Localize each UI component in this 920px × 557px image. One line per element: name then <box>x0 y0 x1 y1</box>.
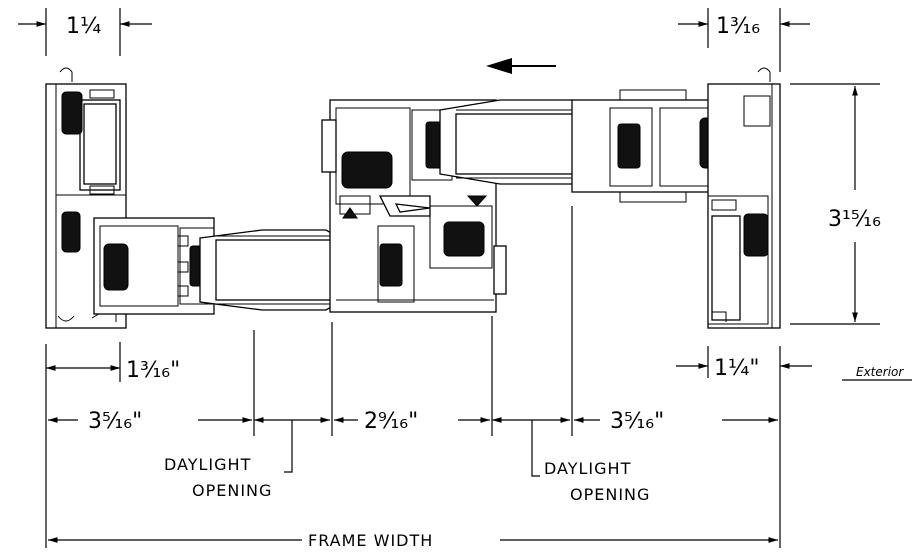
dim-height-text: 3¹⁵⁄₁₆ <box>828 207 881 232</box>
dim-left-interlock: 1³⁄₁₆" <box>46 358 180 383</box>
extension-lines <box>45 206 781 548</box>
dim-right-interlock: 1¼" Exterior <box>676 356 912 381</box>
frame-width-label: FRAME WIDTH <box>308 531 433 550</box>
left-jamb-frame <box>45 67 127 329</box>
left-panel <box>93 217 215 315</box>
daylight-opening-right-line2: OPENING <box>570 485 650 504</box>
dim-right-interlock-text: 1¼" <box>714 356 759 381</box>
dim-top-left-text: 1¼ <box>66 14 101 39</box>
dim-panel-row: 3⁵⁄₁₆" 2⁹⁄₁₆" 3⁵⁄₁₆" <box>48 409 778 434</box>
daylight-opening-right-line1: DAYLIGHT <box>544 459 631 478</box>
dim-top-left: 1¼ <box>18 8 152 56</box>
daylight-opening-left-line1: DAYLIGHT <box>164 455 251 474</box>
dim-top-right: 1³⁄₁₆ <box>678 8 810 72</box>
dim-height: 3¹⁵⁄₁₆ <box>790 83 881 325</box>
dim-top-right-text: 1³⁄₁₆ <box>716 14 760 39</box>
dim-center-panel-text: 2⁹⁄₁₆" <box>364 409 418 434</box>
right-jamb-frame <box>707 67 781 329</box>
dim-left-interlock-text: 1³⁄₁₆" <box>126 358 180 383</box>
dim-right-panel-text: 3⁵⁄₁₆" <box>610 409 664 434</box>
left-glass-unit <box>199 229 345 311</box>
slide-direction-arrow <box>486 58 556 74</box>
dim-frame-width: FRAME WIDTH <box>48 531 778 550</box>
daylight-opening-left: DAYLIGHT OPENING <box>164 420 293 500</box>
daylight-opening-right: DAYLIGHT OPENING <box>531 420 650 504</box>
daylight-opening-left-line2: OPENING <box>192 481 272 500</box>
exterior-label: Exterior <box>856 365 904 379</box>
dim-left-panel-text: 3⁵⁄₁₆" <box>88 409 142 434</box>
